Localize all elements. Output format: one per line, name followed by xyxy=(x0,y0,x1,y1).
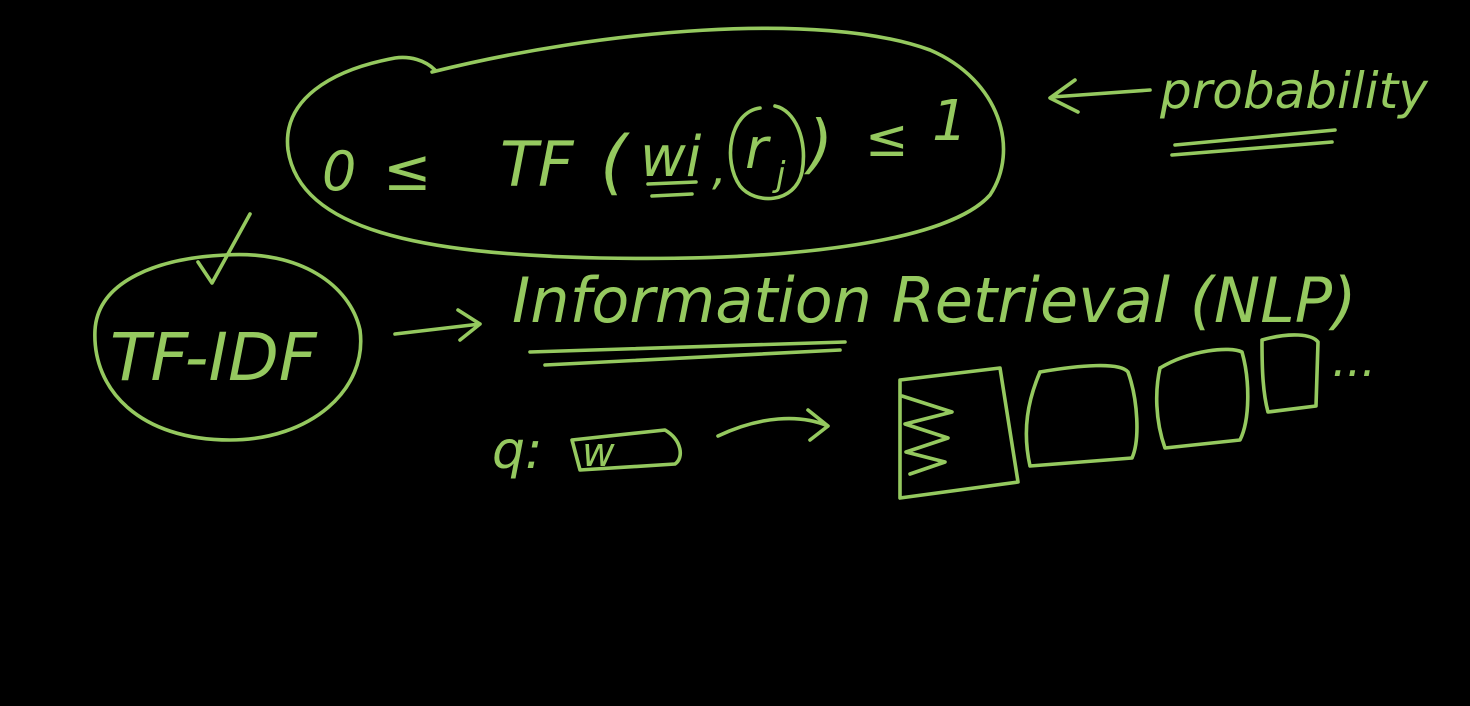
arrow-right-icon xyxy=(716,408,830,442)
formula: 0 ≤ TF ( wi , r j ) ≤ 1 xyxy=(322,89,968,204)
arrow-right-icon xyxy=(393,308,482,342)
tfidf-group: TF-IDF xyxy=(93,212,482,442)
document-box xyxy=(1260,333,1320,414)
formula-lower-bound: 0 xyxy=(322,140,356,203)
document-trailing-dots: ... xyxy=(1332,333,1376,387)
field-underline xyxy=(528,340,847,367)
formula-word: wi xyxy=(640,125,702,190)
tfidf-circle xyxy=(93,252,363,442)
query-term: w xyxy=(582,430,615,476)
formula-upper-leq-symbol: ≤ xyxy=(865,109,909,169)
formula-ellipse xyxy=(285,26,1006,261)
probability-note: probability xyxy=(1159,62,1429,120)
query-box xyxy=(570,428,683,472)
formula-function-name: TF xyxy=(500,128,575,201)
checkmark-icon xyxy=(196,212,252,285)
field-group: Information Retrieval (NLP) xyxy=(512,264,1356,367)
document-icon xyxy=(898,366,1020,500)
probability-annotation: probability xyxy=(1048,62,1429,157)
document-box xyxy=(1024,363,1139,468)
formula-close-paren: ) xyxy=(804,108,833,182)
tfidf-label: TF-IDF xyxy=(110,319,318,396)
formula-doc-subscript: j xyxy=(772,155,786,195)
formula-open-paren: ( xyxy=(600,121,630,203)
word-underline xyxy=(646,180,698,198)
field-label: Information Retrieval (NLP) xyxy=(512,264,1356,337)
formula-upper-bound: 1 xyxy=(932,89,968,154)
formula-doc: r xyxy=(745,117,771,182)
formula-leq-symbol: ≤ xyxy=(383,136,432,204)
query-label: q: xyxy=(492,421,543,481)
query-group: q: w xyxy=(492,408,830,481)
document-list: ... xyxy=(898,333,1376,500)
doc-circle xyxy=(728,104,806,201)
probability-underline xyxy=(1170,128,1337,157)
formula-comma: , xyxy=(712,141,727,195)
arrow-left-icon xyxy=(1048,78,1152,114)
document-box xyxy=(1154,347,1250,450)
